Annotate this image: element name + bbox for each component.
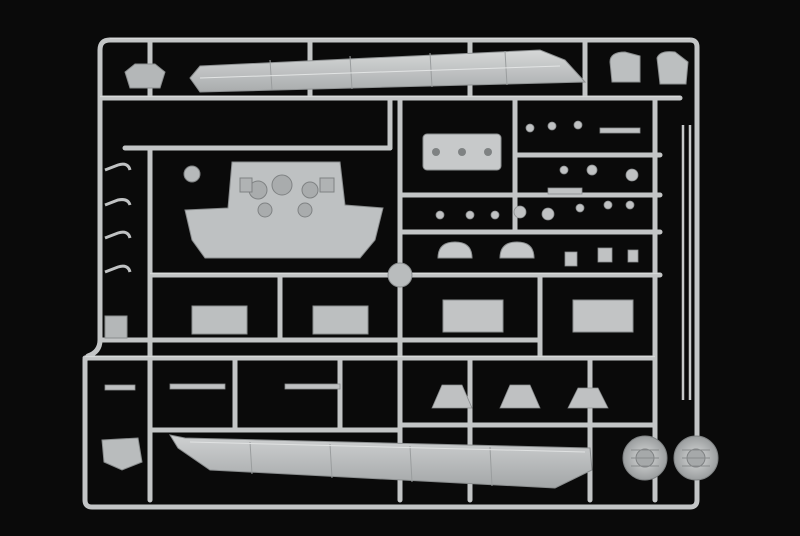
fender-parts-top-right <box>609 51 689 85</box>
small-detail-parts <box>435 120 641 267</box>
box-parts-row <box>104 299 634 339</box>
upper-hull-panel <box>189 49 587 93</box>
hatch-part-top-left <box>124 63 166 89</box>
hook-parts-left <box>104 162 132 274</box>
tow-cable-part <box>681 125 692 400</box>
half-round-parts <box>437 241 535 259</box>
road-wheel-parts <box>622 435 719 481</box>
lower-small-parts <box>104 383 609 409</box>
box-part-triple <box>422 133 502 171</box>
lower-hull-panel <box>168 434 593 489</box>
wedge-part-lower-left <box>101 437 143 471</box>
hub-part <box>387 262 413 288</box>
front-plate-part <box>183 161 384 259</box>
sprue-runner-frame <box>82 37 700 510</box>
